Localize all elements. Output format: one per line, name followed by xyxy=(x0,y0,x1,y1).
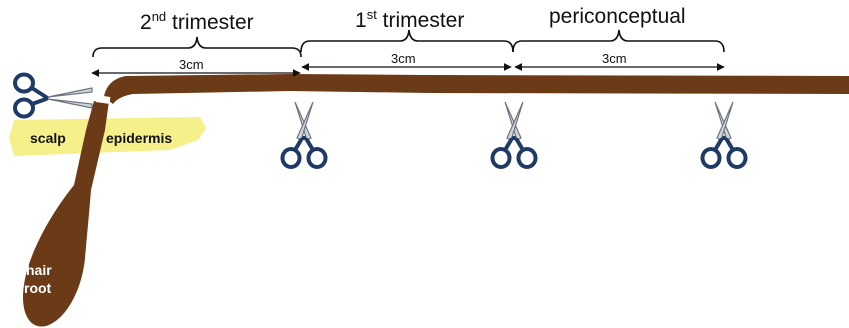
scalp-band xyxy=(9,117,206,156)
scissors-icon xyxy=(280,100,328,169)
label-segment-2-length: 3cm xyxy=(391,51,416,66)
brace-first-trimester xyxy=(300,29,514,53)
label-hair-root-line2: root xyxy=(24,280,52,296)
brace-periconceptual xyxy=(512,29,725,53)
hair-root-shaft xyxy=(22,101,110,327)
cut-gap xyxy=(95,95,111,104)
label-epidermis: epidermis xyxy=(106,130,172,146)
label-segment-1-length: 3cm xyxy=(179,57,204,72)
label-hair-root-line1: hair xyxy=(26,262,52,278)
label-scalp: scalp xyxy=(30,130,66,146)
scissors-icon xyxy=(13,72,93,119)
scissors-icon xyxy=(490,100,538,169)
label-first-trimester: 1st trimester xyxy=(355,7,464,32)
hair-shaft xyxy=(104,74,849,104)
brace-second-trimester xyxy=(92,36,302,58)
scissors-icon xyxy=(700,100,748,169)
label-periconceptual: periconceptual xyxy=(549,5,686,28)
label-second-trimester: 2nd trimester xyxy=(140,9,254,34)
label-segment-3-length: 3cm xyxy=(602,51,627,66)
